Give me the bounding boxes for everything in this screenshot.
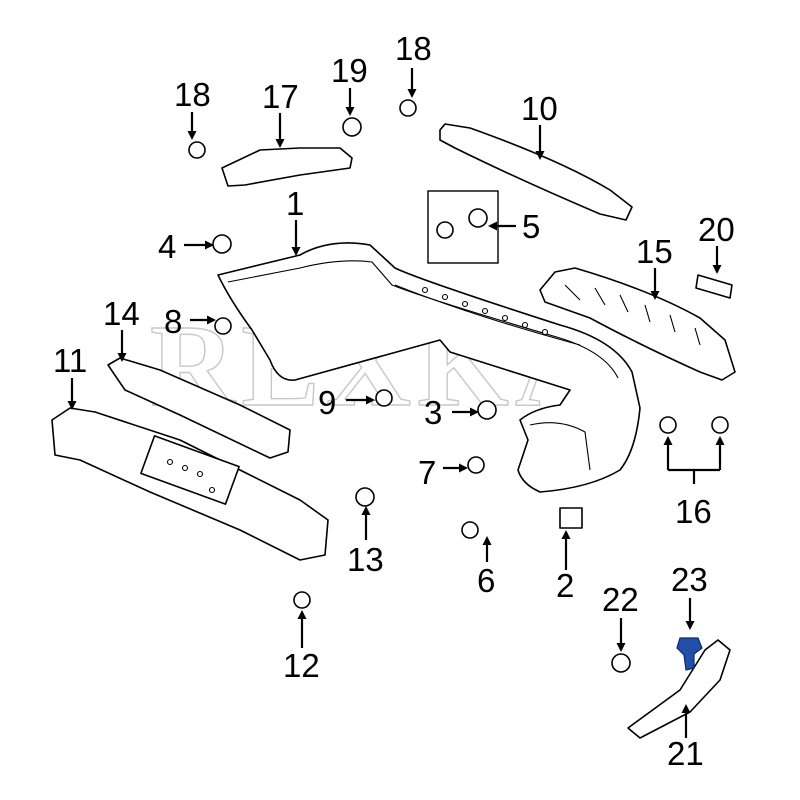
bolt-12-icon [293, 591, 311, 609]
nut-2-icon [559, 507, 583, 529]
callout-4: 4 [158, 228, 176, 265]
clip-4-icon [212, 234, 232, 254]
bolt-7-icon [467, 456, 485, 474]
callout-8: 8 [164, 303, 182, 340]
clip-16a-icon [659, 416, 677, 434]
clip-23-highlight-icon [676, 637, 703, 671]
callout-2: 2 [556, 567, 574, 604]
callout-5: 5 [522, 208, 540, 245]
callout-13: 13 [347, 541, 384, 578]
callout-18-right: 18 [395, 30, 432, 67]
lower-side-bracket-part [627, 639, 731, 739]
callout-9: 9 [318, 384, 336, 421]
reinforcement-beam-part [51, 407, 329, 561]
callout-19: 19 [331, 52, 368, 89]
callout-labels: 1 2 3 4 5 6 7 8 9 10 11 12 13 14 15 16 1… [53, 30, 735, 772]
callout-20: 20 [698, 211, 735, 248]
clip-5-icon [468, 208, 488, 228]
clip-16b-icon [711, 416, 729, 434]
callout-22: 22 [602, 581, 639, 618]
bumper-absorber-part [107, 357, 291, 459]
callout-3: 3 [424, 394, 442, 431]
bolt-18a-icon [188, 141, 206, 159]
bumper-cover-part [217, 242, 641, 493]
fasteners [188, 99, 729, 673]
pad-part [695, 274, 733, 299]
bolt-6-icon [461, 521, 479, 539]
clip-19-icon [342, 117, 362, 137]
callout-21: 21 [667, 735, 704, 772]
callout-18-left: 18 [174, 76, 211, 113]
callout-17: 17 [262, 78, 299, 115]
energy-absorber-part [539, 267, 736, 381]
bolt-22-icon [611, 653, 631, 673]
callout-6: 6 [477, 562, 495, 599]
bolt-8-icon [214, 317, 232, 335]
bolt-9-icon [375, 389, 393, 407]
callout-16: 16 [675, 493, 712, 530]
callout-12: 12 [283, 647, 320, 684]
side-bracket-part [221, 147, 353, 187]
callout-23: 23 [671, 561, 708, 598]
callout-1: 1 [286, 185, 304, 222]
bolt-5-icon [436, 221, 454, 239]
callout-10: 10 [521, 90, 558, 127]
callout-11: 11 [53, 342, 87, 379]
bolt-18b-icon [399, 99, 417, 117]
callout-7: 7 [418, 454, 436, 491]
leader-lines [67, 68, 725, 738]
callout-15: 15 [636, 233, 673, 270]
upper-reinforcement-part [439, 123, 633, 221]
callout-14: 14 [103, 295, 140, 332]
grommet-13-icon [355, 487, 375, 507]
clip-3-icon [477, 400, 497, 420]
